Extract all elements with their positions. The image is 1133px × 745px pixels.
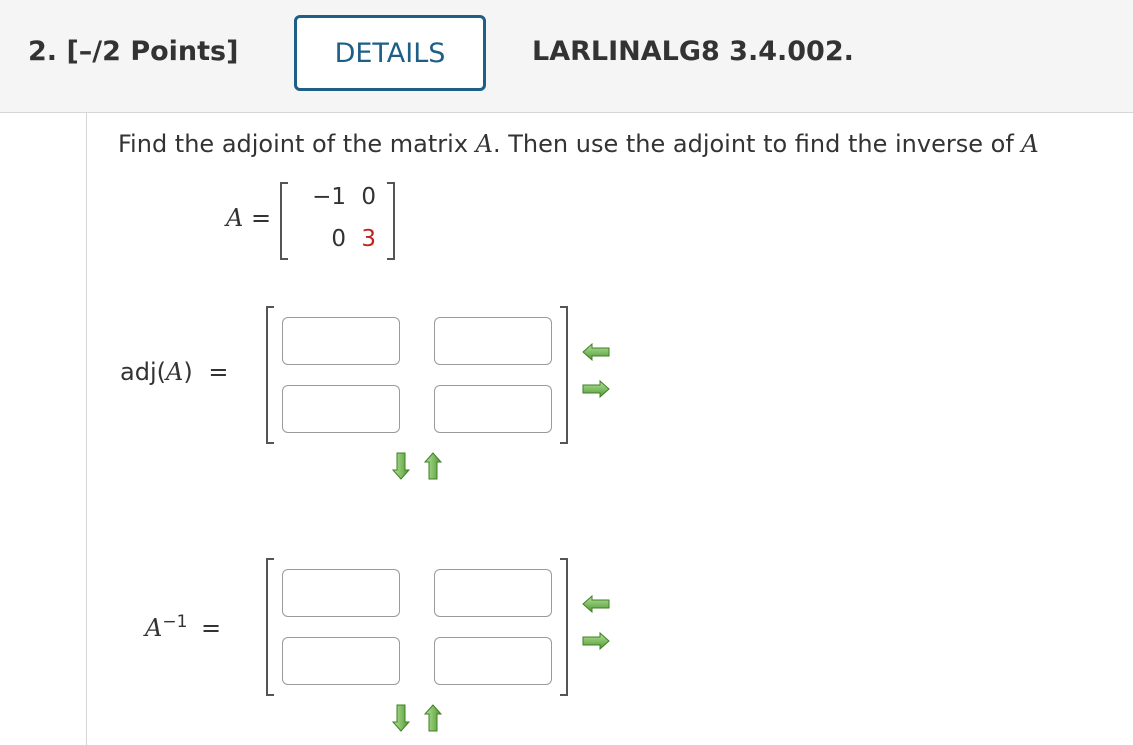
- adj-left-bracket: [266, 306, 274, 444]
- matrix-a-cell: 0: [361, 184, 376, 210]
- arrow-up-icon[interactable]: [424, 452, 442, 480]
- prompt-text-start: Find the adjoint of the matrix: [118, 130, 476, 158]
- details-button[interactable]: DETAILS: [294, 15, 486, 91]
- adj-a-label: adj(A) =: [120, 358, 228, 386]
- adj-right-bracket: [560, 306, 568, 444]
- matrix-a-right-bracket: [387, 182, 395, 260]
- inverse-left-bracket: [266, 558, 274, 696]
- matrix-a-var: A: [226, 204, 244, 232]
- inverse-input-r1c2[interactable]: [434, 569, 552, 617]
- adj-equals: =: [208, 358, 229, 386]
- prompt-text-middle: . Then use the adjoint to find the inver…: [493, 130, 1022, 158]
- adj-var: A: [165, 358, 184, 386]
- matrix-a-left-bracket: [280, 182, 288, 260]
- question-prompt: Find the adjoint of the matrix A. Then u…: [118, 130, 1039, 158]
- arrow-left-icon[interactable]: [582, 343, 610, 361]
- matrix-a-equals: =: [250, 204, 272, 232]
- inverse-equals: =: [201, 614, 222, 642]
- content-divider: [86, 113, 87, 745]
- inverse-right-bracket: [560, 558, 568, 696]
- question-label: 2. [–/2 Points]: [28, 36, 238, 67]
- arrow-right-icon[interactable]: [582, 632, 610, 650]
- prompt-var-a: A: [475, 130, 494, 158]
- matrix-a-label: A =: [226, 204, 271, 232]
- arrow-right-icon[interactable]: [582, 380, 610, 398]
- arrow-left-icon[interactable]: [582, 595, 610, 613]
- question-points: [–/2 Points]: [66, 36, 239, 67]
- question-header: 2. [–/2 Points] DETAILS LARLINALG8 3.4.0…: [0, 0, 1133, 113]
- matrix-a-cell-highlighted: 3: [361, 226, 376, 252]
- adj-input-r2c2[interactable]: [434, 385, 552, 433]
- adj-prefix: adj(: [120, 358, 166, 386]
- arrow-up-icon[interactable]: [424, 704, 442, 732]
- arrow-down-icon[interactable]: [392, 704, 410, 732]
- adj-input-r1c1[interactable]: [282, 317, 400, 365]
- adj-suffix: ): [183, 358, 193, 386]
- problem-code: LARLINALG8 3.4.002.: [532, 36, 854, 67]
- inverse-var: A: [145, 614, 163, 642]
- inverse-input-r2c2[interactable]: [434, 637, 552, 685]
- question-number: 2.: [28, 36, 58, 67]
- inverse-exponent: −1: [162, 612, 188, 632]
- adj-input-r1c2[interactable]: [434, 317, 552, 365]
- matrix-a-cell: 0: [331, 226, 346, 252]
- inverse-label: A−1 =: [145, 612, 221, 642]
- inverse-input-r2c1[interactable]: [282, 637, 400, 685]
- inverse-input-r1c1[interactable]: [282, 569, 400, 617]
- prompt-var-a-end: A: [1021, 130, 1039, 158]
- arrow-down-icon[interactable]: [392, 452, 410, 480]
- matrix-a-cell: −1: [312, 184, 346, 210]
- adj-input-r2c1[interactable]: [282, 385, 400, 433]
